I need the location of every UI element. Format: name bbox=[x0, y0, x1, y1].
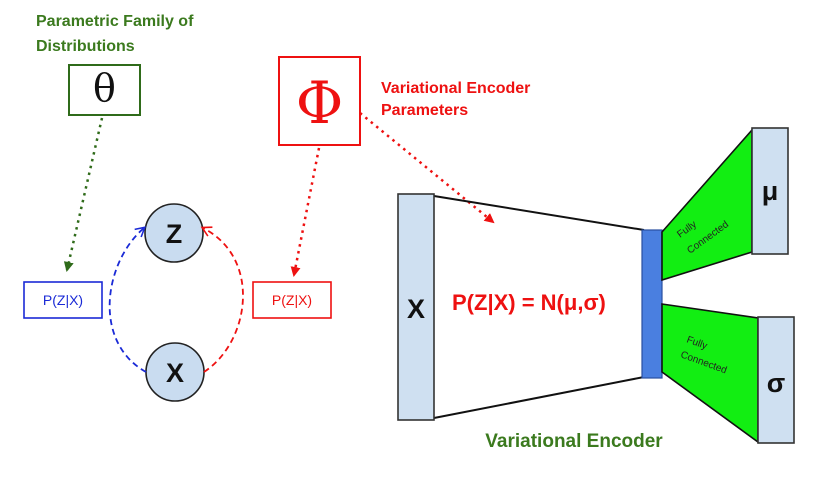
fc-bottom-wedge bbox=[661, 303, 759, 444]
parametric-family-title-line2: Distributions bbox=[36, 38, 135, 55]
variational-params-title-line2: Parameters bbox=[381, 102, 468, 119]
encoder-formula: P(Z|X) = N(μ,σ) bbox=[452, 290, 606, 315]
encoder-input-layer bbox=[397, 193, 435, 421]
phi-symbol: Φ bbox=[296, 69, 344, 137]
posterior-label-blue: P(Z|X) bbox=[43, 292, 83, 308]
fc-top-wedge bbox=[661, 127, 753, 282]
sigma-label: σ bbox=[767, 368, 785, 398]
node-x-label: X bbox=[166, 358, 184, 388]
sigma-output-layer bbox=[757, 316, 795, 444]
encoder-input-label: X bbox=[407, 294, 425, 324]
encoder-bottom-edge bbox=[433, 376, 645, 419]
phi-box bbox=[278, 56, 361, 146]
theta-arrow bbox=[63, 117, 104, 272]
phi-to-posterior-arrow bbox=[290, 147, 321, 277]
theta-symbol: θ bbox=[93, 66, 116, 110]
posterior-label-red: P(Z|X) bbox=[272, 292, 312, 308]
parametric-family-title-line1: Parametric Family of bbox=[36, 13, 194, 30]
red-curve-arrow bbox=[200, 226, 244, 373]
node-z-label: Z bbox=[166, 219, 183, 249]
mu-label: μ bbox=[762, 176, 779, 206]
encoder-caption: Variational Encoder bbox=[485, 431, 663, 452]
mu-output-layer bbox=[751, 127, 789, 255]
blue-curve-arrow bbox=[108, 226, 147, 373]
encoder-bottleneck bbox=[641, 229, 663, 379]
theta-box bbox=[68, 64, 141, 116]
variational-params-title-line1: Variational Encoder bbox=[381, 80, 530, 97]
posterior-box-blue bbox=[23, 281, 103, 319]
posterior-box-red bbox=[252, 281, 332, 319]
phi-to-encoder-arrow bbox=[359, 112, 495, 224]
encoder-top-edge bbox=[433, 195, 645, 231]
